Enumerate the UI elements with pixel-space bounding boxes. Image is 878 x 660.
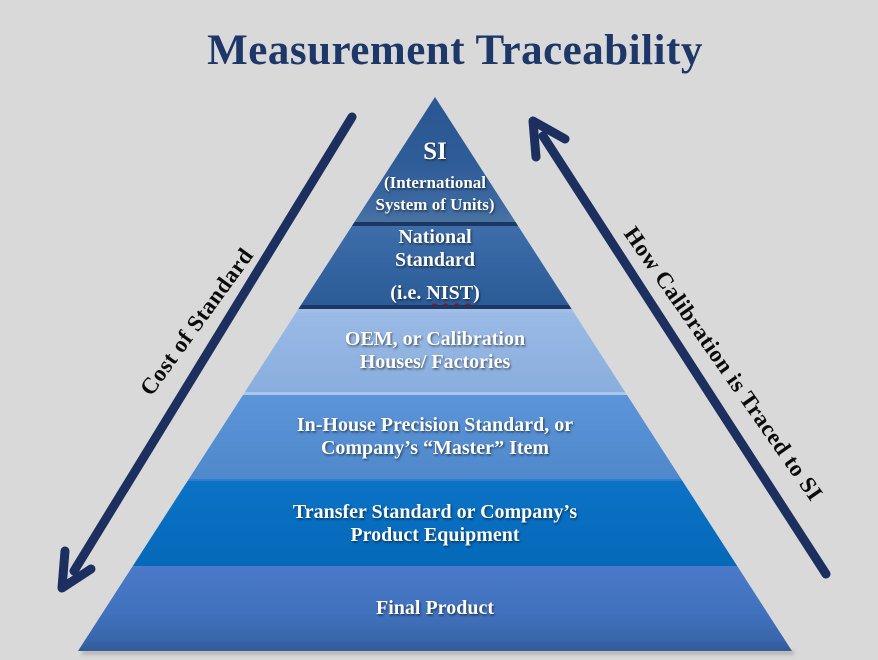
traceability-pyramid: SI (International System of Units) Natio… [78, 97, 792, 651]
note-post: ) [473, 282, 480, 304]
level-inhouse-line2: Company’s “Master” Item [320, 437, 550, 459]
pyramid-level-in-house: In-House Precision Standard, or Company’… [78, 392, 792, 479]
cost-of-standard-label: Cost of Standard [134, 243, 259, 401]
level-transfer-line1: Transfer Standard or Company’s [292, 500, 578, 523]
pyramid-level-si: SI (International System of Units) [78, 97, 792, 222]
level-si-line2: System of Units) [375, 195, 495, 214]
level-final-line1: Final Product [376, 597, 494, 619]
level-oem-line2: Houses/ Factories [359, 350, 511, 373]
level-inhouse-line1: In-House Precision Standard, or [296, 414, 574, 436]
level-si-heading: SI [423, 138, 447, 165]
level-national-note: (i.e. NIST) [390, 282, 479, 305]
level-si-line1: (International [384, 173, 486, 192]
level-national-line1: National [398, 226, 472, 248]
pyramid-base-shadow [82, 651, 794, 656]
level-oem-line1: OEM, or Calibration [344, 327, 526, 350]
pyramid-level-transfer-standard: Transfer Standard or Company’s Product E… [78, 479, 792, 566]
page-title: Measurement Traceability [207, 27, 703, 74]
note-pre: (i.e. [390, 282, 427, 304]
level-transfer-line2: Product Equipment [350, 523, 520, 546]
pyramid-level-final-product: Final Product [78, 566, 792, 651]
nist-word-spellcheck: NIST [426, 282, 474, 304]
level-national-line2: Standard [394, 249, 476, 271]
